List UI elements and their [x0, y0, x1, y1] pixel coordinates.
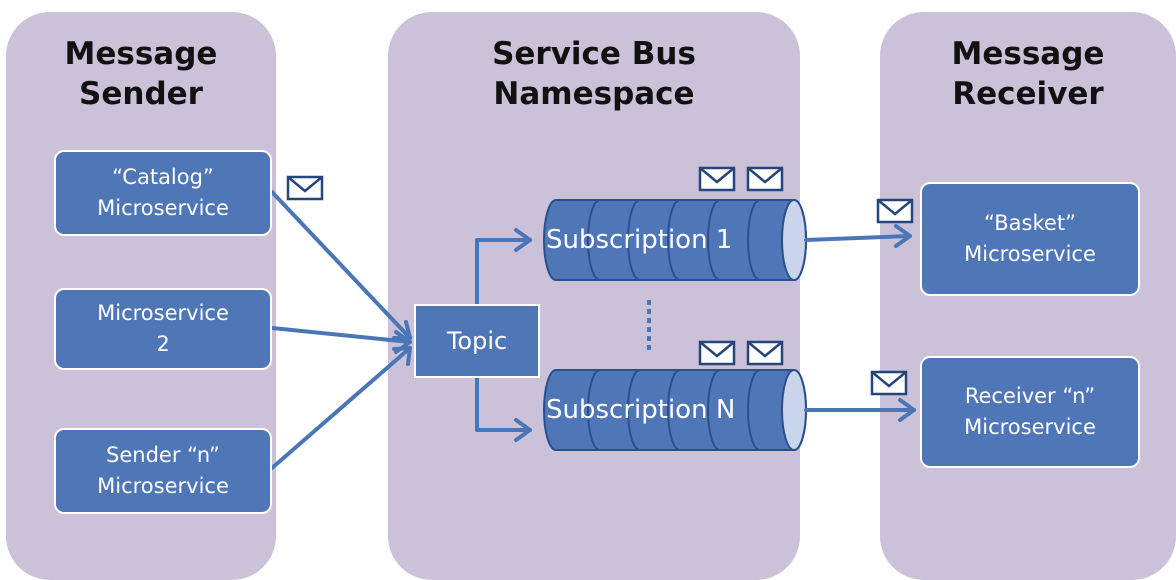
- box-label-line: Microservice: [964, 415, 1096, 439]
- arrow-subscription-1-to-basket: [804, 224, 912, 248]
- receiver-n-microservice-box: Receiver “n” Microservice: [920, 356, 1140, 468]
- box-label-line: Microservice: [97, 196, 229, 220]
- box-label-line: Microservice: [964, 242, 1096, 266]
- panel-title-line: Service Bus: [492, 36, 696, 72]
- sender-n-microservice-box: Sender “n” Microservice: [54, 428, 272, 514]
- box-label-line: Microservice: [97, 301, 229, 325]
- subscription-n-queue: [543, 369, 807, 451]
- service-bus-panel: Service Bus Namespace: [388, 12, 800, 580]
- arrow-sender-n-to-topic: [270, 346, 412, 470]
- topic-box: Topic: [414, 304, 540, 378]
- envelope-icon: [746, 166, 784, 192]
- vertical-dots-icon: [647, 300, 651, 350]
- arrow-catalog-to-topic: [270, 190, 412, 340]
- message-sender-title: Message Sender: [6, 34, 276, 114]
- envelope-icon: [870, 370, 908, 396]
- box-label-line: 2: [156, 332, 170, 356]
- envelope-icon: [698, 166, 736, 192]
- box-label-line: Sender “n”: [106, 443, 220, 467]
- subscription-1-queue: [543, 199, 807, 281]
- panel-title-line: Sender: [79, 76, 203, 112]
- envelope-icon: [286, 175, 324, 201]
- box-label-line: Receiver “n”: [964, 384, 1096, 408]
- basket-microservice-box: “Basket” Microservice: [920, 182, 1140, 296]
- message-receiver-title: Message Receiver: [880, 34, 1176, 114]
- message-receiver-panel: Message Receiver: [880, 12, 1176, 580]
- panel-title-line: Namespace: [493, 76, 695, 112]
- panel-title-line: Receiver: [952, 76, 1104, 112]
- service-bus-title: Service Bus Namespace: [388, 34, 800, 114]
- panel-title-line: Message: [64, 36, 218, 72]
- envelope-icon: [698, 340, 736, 366]
- arrow-topic-to-subscription-1: [475, 228, 532, 306]
- catalog-microservice-box: “Catalog” Microservice: [54, 150, 272, 236]
- panel-title-line: Message: [951, 36, 1105, 72]
- box-label-line: Microservice: [97, 474, 229, 498]
- arrow-topic-to-subscription-n: [475, 376, 532, 442]
- envelope-icon: [746, 340, 784, 366]
- arrow-microservice2-to-topic: [270, 326, 412, 354]
- microservice-2-box: Microservice 2: [54, 288, 272, 370]
- topic-label: Topic: [446, 326, 508, 355]
- envelope-icon: [876, 198, 914, 224]
- box-label-line: “Basket”: [984, 211, 1076, 235]
- box-label-line: “Catalog”: [112, 165, 214, 189]
- arrow-subscription-n-to-receiver-n: [804, 398, 916, 422]
